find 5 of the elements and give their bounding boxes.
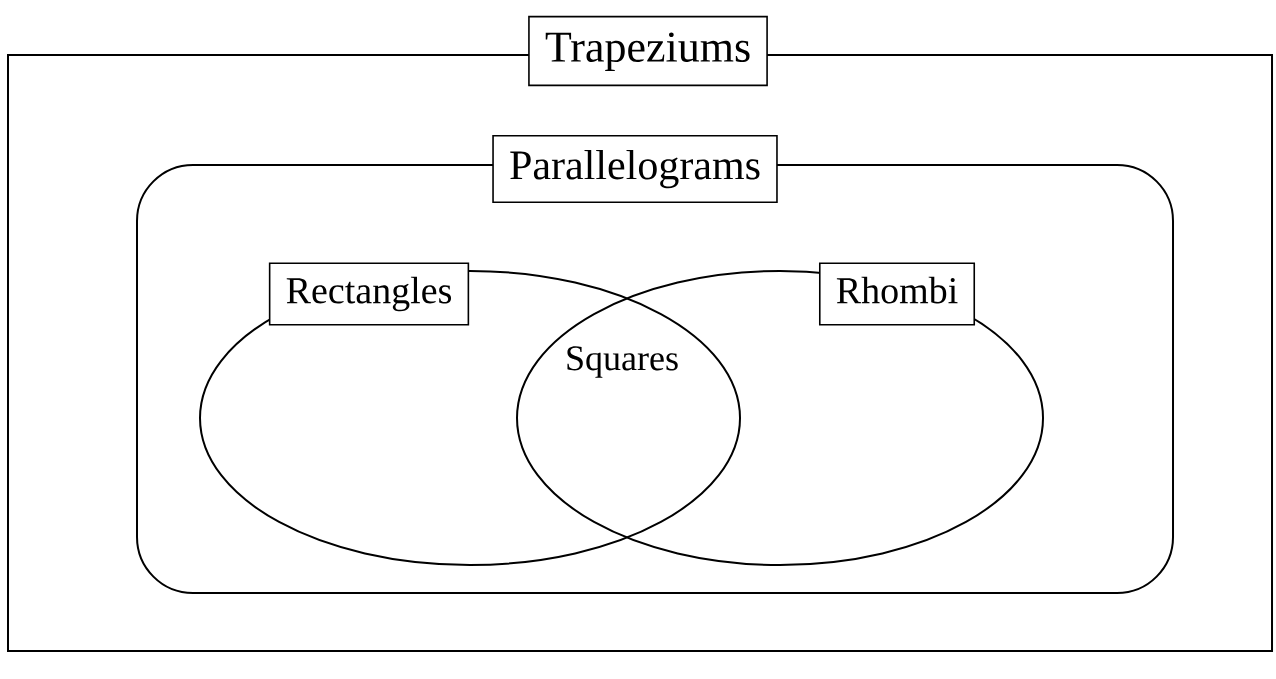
- region-label: Squares: [567, 346, 678, 378]
- heading-box: Parallelograms: [492, 135, 778, 203]
- heading-box: Rhombi: [819, 262, 976, 326]
- heading-box: Trapeziums: [528, 15, 768, 87]
- heading-box: Rectangles: [268, 262, 470, 326]
